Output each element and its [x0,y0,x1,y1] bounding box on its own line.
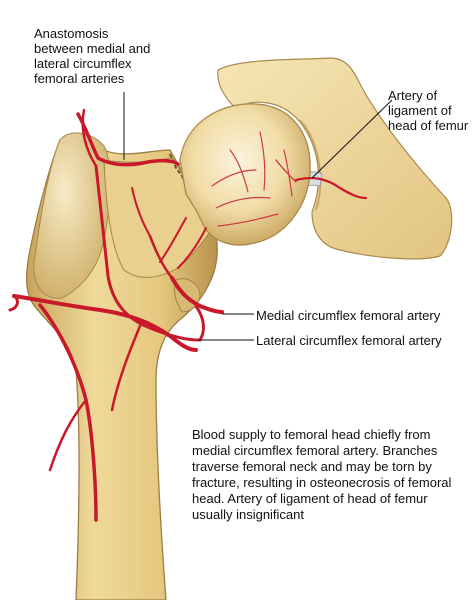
ligament-artery-label: Artery of ligament of head of femur [388,88,469,133]
greater-trochanter [33,132,111,299]
ligament-artery [294,177,368,200]
leader-lines [123,92,393,341]
anastomosis-artery [76,112,180,167]
femoral-head [179,103,311,246]
caption: Blood supply to femoral head chiefly fro… [192,427,452,522]
anastomosis-label: Anastomosis between medial and lateral c… [34,26,151,86]
arteries [8,108,368,522]
lateral-circumflex [12,294,198,352]
acetabulum [217,57,453,260]
medial-circumflex [170,276,224,314]
lateral-circumflex-label: Lateral circumflex femoral artery [256,333,442,348]
medial-circumflex-label: Medial circumflex femoral artery [256,308,441,323]
